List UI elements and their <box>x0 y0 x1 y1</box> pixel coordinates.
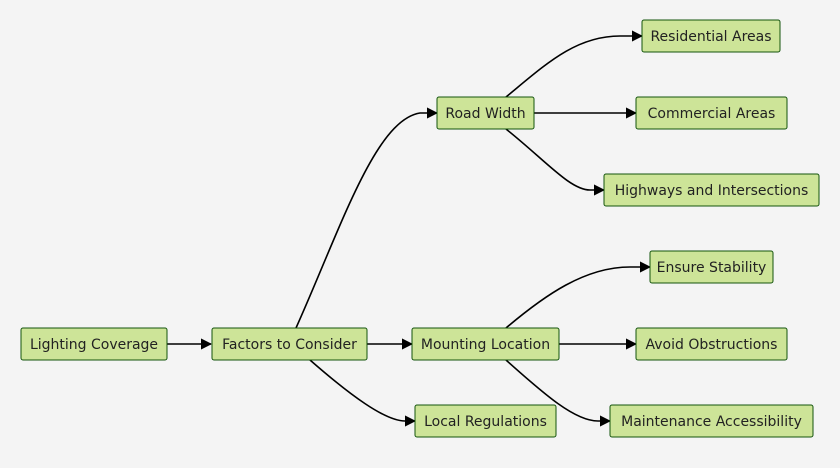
edge-road-width-to-highways <box>505 128 606 196</box>
edge-factors-to-road-width <box>295 107 439 329</box>
edge-mounting-to-ensure-stability <box>505 261 652 329</box>
edges <box>167 30 652 427</box>
node-local-regulations-label: Local Regulations <box>424 414 547 430</box>
node-highways-and-intersections-label: Highways and Intersections <box>615 183 809 199</box>
node-lighting-coverage: Lighting Coverage <box>20 327 168 361</box>
node-ensure-stability: Ensure Stability <box>649 250 774 284</box>
edge-mounting-to-maintenance <box>505 359 612 427</box>
node-factors-to-consider-label: Factors to Consider <box>222 337 357 353</box>
node-ensure-stability-label: Ensure Stability <box>657 260 767 276</box>
node-maintenance-accessibility-label: Maintenance Accessibility <box>621 414 802 430</box>
node-factors-to-consider: Factors to Consider <box>211 327 368 361</box>
node-mounting-location-label: Mounting Location <box>421 337 550 353</box>
node-local-regulations: Local Regulations <box>414 404 557 438</box>
node-residential-areas: Residential Areas <box>641 19 781 53</box>
node-road-width-label: Road Width <box>445 106 525 122</box>
node-commercial-areas-label: Commercial Areas <box>648 106 776 122</box>
node-mounting-location: Mounting Location <box>411 327 560 361</box>
node-maintenance-accessibility: Maintenance Accessibility <box>609 404 814 438</box>
edge-road-width-to-residential <box>505 30 644 98</box>
node-highways-and-intersections: Highways and Intersections <box>603 173 820 207</box>
node-avoid-obstructions: Avoid Obstructions <box>635 327 788 361</box>
node-lighting-coverage-label: Lighting Coverage <box>30 337 158 353</box>
node-residential-areas-label: Residential Areas <box>650 29 771 45</box>
node-avoid-obstructions-label: Avoid Obstructions <box>646 337 778 353</box>
edge-factors-to-local-regulations <box>309 359 417 427</box>
node-road-width: Road Width <box>436 96 535 130</box>
node-commercial-areas: Commercial Areas <box>635 96 788 130</box>
